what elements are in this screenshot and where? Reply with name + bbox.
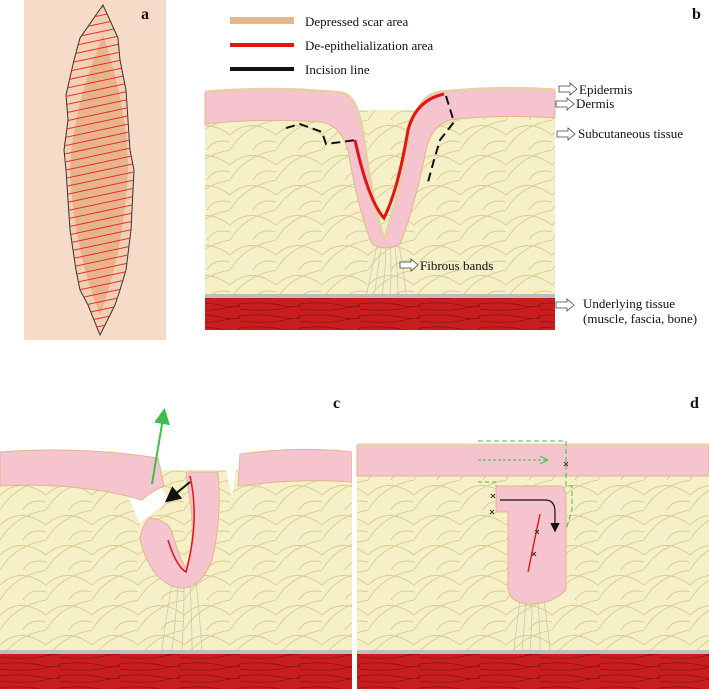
panel-c-fascia — [0, 650, 352, 654]
legend-label-scar: Depressed scar area — [305, 14, 408, 29]
deepithelialization-line — [353, 92, 445, 221]
suture-icon — [563, 461, 569, 467]
panel-d-curved-arrow — [500, 499, 560, 533]
subcutaneous-text: Subcutaneous tissue — [578, 126, 683, 141]
panel-c-label: c — [333, 395, 340, 412]
panel-c-right-dermis — [237, 448, 353, 487]
label-subcutaneous: Subcutaneous tissue — [556, 126, 683, 141]
panel-c-red-line — [167, 475, 195, 574]
legend: Depressed scar area De-epithelialization… — [230, 14, 433, 77]
label-epidermis: Epidermis — [558, 82, 632, 97]
panel-c-notch — [226, 470, 236, 498]
epidermis-text: Epidermis — [579, 82, 632, 97]
panel-d-fascia — [357, 650, 709, 654]
dermis-text: Dermis — [576, 96, 614, 111]
suture-icon — [531, 551, 537, 557]
panel-c-muscle — [0, 654, 352, 689]
panel-c-black-arrow — [164, 481, 191, 503]
panel-d-folded-flap — [495, 485, 567, 605]
panel-a-label: a — [141, 6, 149, 23]
fibrous-text: Fibrous bands — [420, 258, 493, 273]
panel-c-green-arrow — [151, 408, 170, 485]
panel-a: a — [24, 0, 166, 340]
subcutaneous-arrow-icon — [556, 127, 576, 141]
underlying-tissue-layer — [205, 298, 555, 330]
panel-c-fibrous-bands — [161, 581, 203, 651]
incision-left — [285, 122, 357, 146]
panel-d-green-dashed-outline — [478, 440, 573, 531]
panel-d-fibrous-bands — [513, 599, 551, 651]
legend-swatch-incision — [230, 67, 294, 71]
epidermis-arrow-icon — [558, 82, 578, 96]
panel-b: b Epidermis Dermis Subcutaneous tissue — [204, 6, 701, 330]
fascia-layer — [205, 294, 555, 298]
label-underlying: Underlying tissue (muscle, fascia, bone) — [555, 296, 697, 326]
panel-d-green-dashed-left — [478, 481, 497, 486]
panel-d-label: d — [690, 395, 699, 412]
legend-label-incision: Incision line — [305, 62, 370, 77]
dermis-arrow-icon — [555, 97, 575, 111]
label-fibrous: Fibrous bands — [399, 258, 493, 273]
incision-right — [427, 95, 456, 183]
legend-swatch-deepithelialization — [230, 43, 294, 47]
subcutaneous-layer — [205, 110, 555, 296]
fibrous-arrow-icon — [399, 258, 419, 272]
underlying-arrow-icon — [555, 298, 575, 312]
underlying-text-1: Underlying tissue — [583, 296, 675, 311]
panel-b-label: b — [692, 6, 701, 23]
epidermis-line — [204, 86, 556, 245]
legend-label-deepithelialization: De-epithelialization area — [305, 38, 433, 53]
panel-d: d — [356, 395, 709, 689]
panel-c-dermis-tongue — [139, 471, 220, 589]
underlying-text-2: (muscle, fascia, bone) — [583, 311, 697, 326]
suture-icon — [534, 529, 540, 535]
fibrous-bands — [365, 239, 407, 297]
label-dermis: Dermis — [555, 96, 614, 111]
panel-c: c — [0, 395, 353, 689]
suture-icon — [489, 509, 495, 515]
panel-d-sutures — [489, 461, 569, 557]
panel-c-left-flap — [0, 449, 165, 501]
suture-icon — [490, 493, 496, 499]
de-epithelialization-hatch — [64, 5, 134, 335]
legend-swatch-scar — [230, 17, 294, 24]
panel-d-red-line — [527, 513, 541, 573]
panel-d-muscle — [357, 654, 709, 689]
